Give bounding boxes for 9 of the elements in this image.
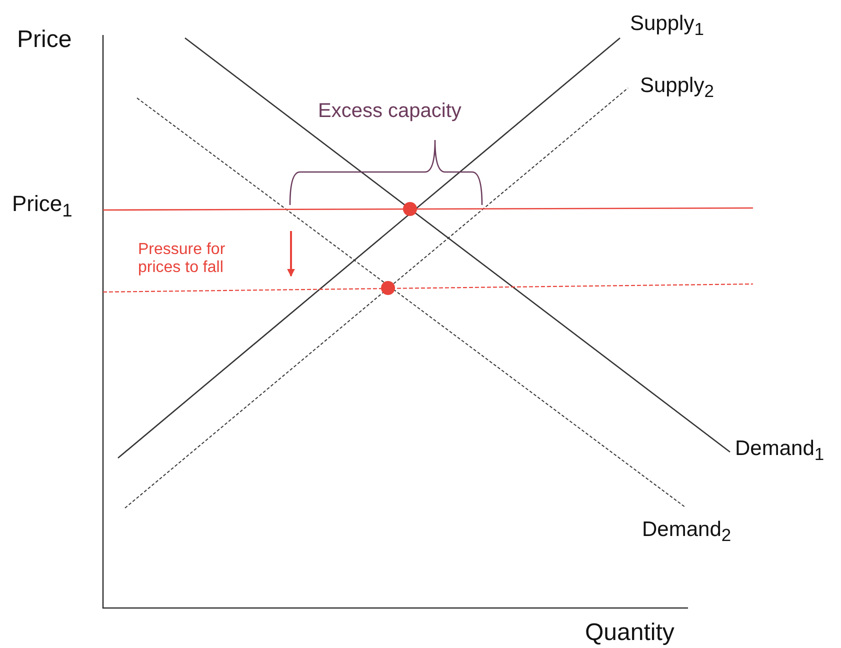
annotation: Pressure for prices to fall <box>138 241 226 278</box>
axis-label: Price <box>17 26 72 54</box>
curve-label: Supply$_{1}$ <box>630 12 704 40</box>
curve-label: Demand$_{1}$ <box>735 437 824 464</box>
curve-label: Supply$_{2}$ <box>640 74 714 102</box>
curve-label: Demand$_{2}$ <box>642 518 732 546</box>
price-label: Price$_{1}$ <box>12 191 72 220</box>
annotation: Excess capacity <box>318 100 462 123</box>
axis-label: Quantity <box>585 619 674 647</box>
